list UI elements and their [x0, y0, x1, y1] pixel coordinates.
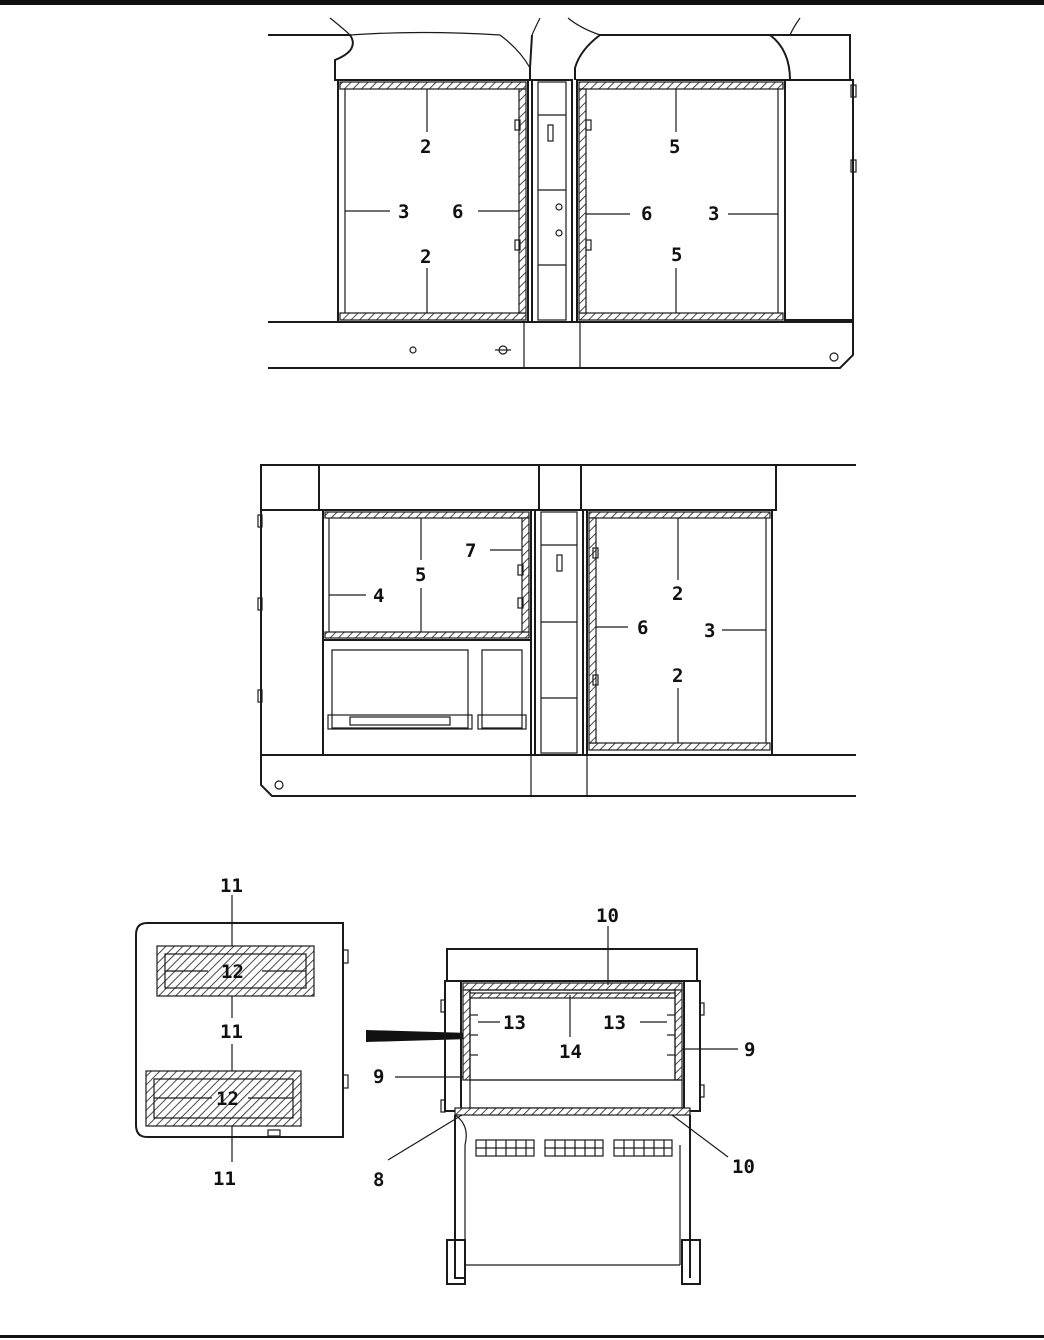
- callout-5-upper-right: 5: [669, 136, 680, 158]
- callout-5-lower-right: 5: [671, 244, 682, 266]
- callout-13-right: 13: [603, 1012, 626, 1034]
- callout-3-left: 3: [398, 201, 409, 223]
- callout-8: 8: [373, 1169, 384, 1191]
- callout-9-right: 9: [744, 1039, 755, 1061]
- end-view: 10 13 14 13 9 9 8 10: [373, 905, 755, 1285]
- callout-14: 14: [559, 1041, 582, 1063]
- callout-2-upper-left: 2: [420, 136, 431, 158]
- door-view: 11 12 11 12 11: [135, 875, 349, 1190]
- callout-9-left: 9: [373, 1066, 384, 1088]
- callout-11-top: 11: [220, 875, 243, 897]
- callout-6-right: 6: [641, 203, 652, 225]
- callout-12-upper: 12: [221, 961, 244, 983]
- callout-12-lower: 12: [216, 1088, 239, 1110]
- callout-10-bottom: 10: [732, 1156, 755, 1178]
- callout-2-lower-middle: 2: [672, 665, 683, 687]
- callout-13-left: 13: [503, 1012, 526, 1034]
- middle-view: 5 7 4 2 6 3 2: [257, 464, 856, 797]
- callout-6-left: 6: [452, 201, 463, 223]
- top-border-rule: [0, 0, 1044, 5]
- view-direction-arrow: [366, 1030, 470, 1042]
- callout-7-middle: 7: [465, 540, 476, 562]
- callout-3-right: 3: [708, 203, 719, 225]
- callout-3-middle: 3: [704, 620, 715, 642]
- callout-11-middle: 11: [220, 1021, 243, 1043]
- callout-4-middle: 4: [373, 585, 384, 607]
- louver-grille: [475, 1139, 673, 1157]
- callout-10-top: 10: [596, 905, 619, 927]
- bottom-border-rule: [0, 1335, 1044, 1338]
- callout-5-middle: 5: [415, 564, 426, 586]
- callout-2-lower-left: 2: [420, 246, 431, 268]
- callout-11-bottom: 11: [213, 1168, 236, 1190]
- callout-6-middle: 6: [637, 617, 648, 639]
- top-view: 2 3 6 2 5 6 3 5: [268, 17, 857, 369]
- callout-2-upper-middle: 2: [672, 583, 683, 605]
